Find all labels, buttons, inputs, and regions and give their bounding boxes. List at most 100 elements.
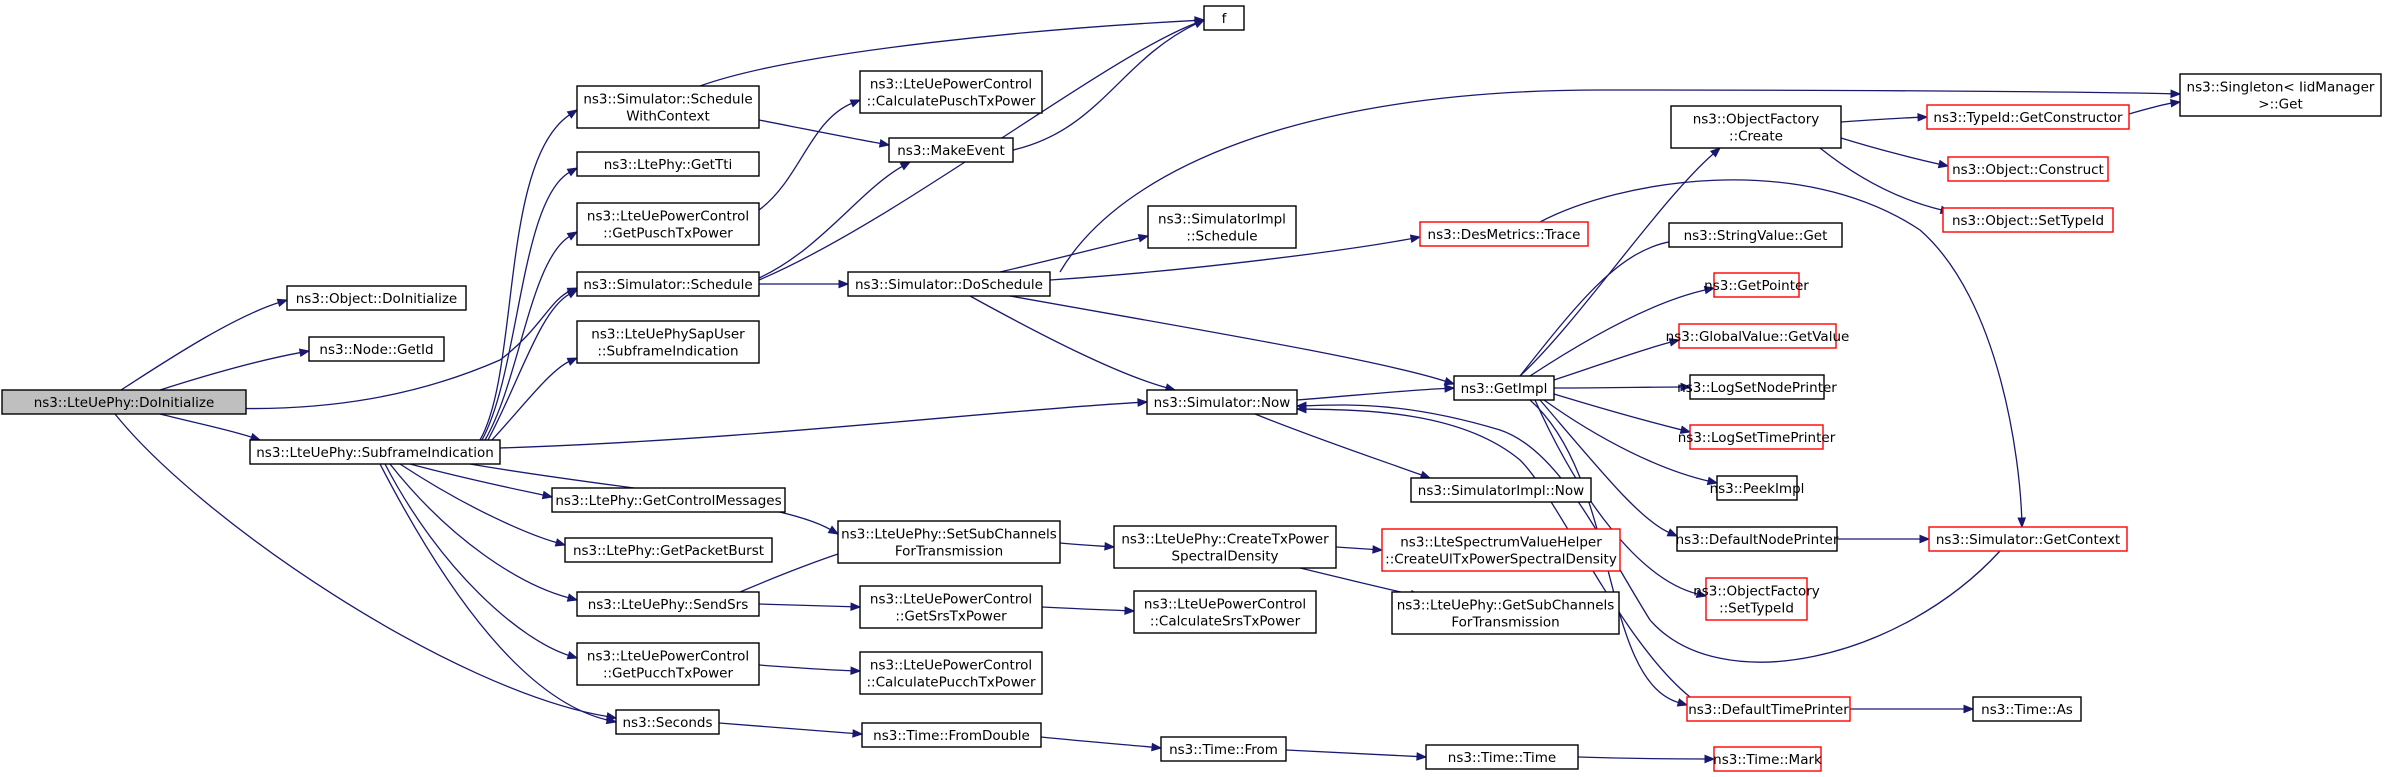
edge-line (1553, 341, 1672, 381)
node-getsubtx[interactable]: ns3::LteUePhy::GetSubChannelsForTransmis… (1391, 591, 1620, 635)
edge-line (1529, 399, 1680, 704)
node-peekimpl[interactable]: ns3::PeekImpl (1710, 475, 1805, 501)
node-label: ns3::Time::From (1169, 742, 1278, 758)
node-desmetrics[interactable]: ns3::DesMetrics::Trace (1419, 221, 1589, 247)
node-label: ns3::LteUePowerControl (587, 209, 749, 225)
node-label: ::SubframeIndication (597, 344, 738, 360)
node-box (837, 520, 1061, 564)
node-sendsrs[interactable]: ns3::LteUePhy::SendSrs (576, 591, 760, 617)
node-label: ns3::LogSetNodePrinter (1677, 380, 1837, 396)
edge-line (1040, 736, 1154, 748)
node-strget[interactable]: ns3::StringValue::Get (1668, 222, 1843, 248)
node-box (859, 585, 1043, 629)
node-getcontext[interactable]: ns3::Simulator::GetContext (1928, 526, 2128, 552)
node-label: WithContext (626, 109, 710, 125)
node-implnow[interactable]: ns3::SimulatorImpl::Now (1410, 477, 1592, 503)
node-label: ns3::DefaultNodePrinter (1676, 532, 1839, 548)
node-getptr[interactable]: ns3::GetPointer (1704, 272, 1809, 298)
node-getctrl[interactable]: ns3::LtePhy::GetControlMessages (551, 487, 786, 513)
node-objdoinit[interactable]: ns3::Object::DoInitialize (286, 285, 467, 311)
node-getimpl[interactable]: ns3::GetImpl (1453, 375, 1555, 401)
node-singleton[interactable]: ns3::Singleton< IidManager >::Get (2179, 73, 2382, 117)
node-box (888, 137, 1014, 163)
node-gvget[interactable]: ns3::GlobalValue::GetValue (1666, 323, 1850, 349)
node-box (249, 439, 501, 465)
edge-desmetrics-to-getcontext (1539, 179, 2027, 529)
node-objsettype[interactable]: ns3::Object::SetTypeId (1942, 207, 2114, 233)
edge-line (1254, 413, 1423, 476)
node-box (1689, 374, 1825, 400)
node-deftime[interactable]: ns3::DefaultTimePrinter (1686, 696, 1851, 722)
node-makeevent[interactable]: ns3::MakeEvent (888, 137, 1014, 163)
node-label: ns3::LteUePhy::SendSrs (588, 597, 749, 613)
edge-getimpl-to-ofcreate (1519, 147, 1722, 377)
node-schedule[interactable]: ns3::Simulator::Schedule (576, 271, 760, 297)
edge-line (1543, 399, 1710, 482)
node-label: ns3::DefaultTimePrinter (1688, 702, 1849, 718)
node-label: ns3::LteUePowerControl (870, 658, 1032, 674)
node-getpusch[interactable]: ns3::LteUePowerControl::GetPuschTxPower (576, 202, 760, 246)
node-logtime[interactable]: ns3::LogSetTimePrinter (1678, 424, 1836, 450)
edge-line (1041, 606, 1127, 612)
node-getpucch[interactable]: ns3::LteUePowerControl::GetPucchTxPower (576, 642, 760, 686)
node-box (859, 70, 1043, 114)
node-lognode[interactable]: ns3::LogSetNodePrinter (1677, 374, 1837, 400)
node-label: ns3::LteUePowerControl (870, 77, 1032, 93)
node-label: ns3::StringValue::Get (1684, 228, 1828, 244)
node-now[interactable]: ns3::Simulator::Now (1146, 389, 1298, 415)
node-box (1419, 221, 1589, 247)
node-calcpucch[interactable]: ns3::LteUePowerControl::CalculatePucchTx… (859, 651, 1043, 695)
edge-line (1059, 542, 1107, 548)
node-setsub[interactable]: ns3::LteUePhy::SetSubChannelsForTransmis… (837, 520, 1061, 564)
node-label: ns3::ObjectFactory (1693, 584, 1820, 600)
node-getctor[interactable]: ns3::TypeId::GetConstructor (1926, 104, 2130, 130)
node-fromdouble[interactable]: ns3::Time::FromDouble (861, 722, 1042, 748)
node-box (1713, 272, 1800, 298)
node-box (1705, 577, 1808, 621)
node-doinit: ns3::LteUePhy::DoInitialize (1, 389, 247, 415)
node-f[interactable]: f (1203, 5, 1245, 31)
node-doschedule[interactable]: ns3::Simulator::DoSchedule (847, 271, 1051, 297)
edge-layer (114, 16, 2182, 764)
node-timeas[interactable]: ns3::Time::As (1972, 696, 2082, 722)
node-label: ns3::Time::As (1981, 702, 2073, 718)
node-createtx[interactable]: ns3::LteUePhy::CreateTxPowerSpectralDens… (1113, 525, 1337, 569)
edge-doschedule-to-getimpl (1009, 295, 1456, 386)
node-box (1, 389, 247, 415)
node-getpkt[interactable]: ns3::LtePhy::GetPacketBurst (564, 537, 773, 563)
node-label: ns3::ObjectFactory (1693, 112, 1820, 128)
edge-line (1059, 89, 2173, 273)
node-ofsettype[interactable]: ns3::ObjectFactory::SetTypeId (1693, 577, 1820, 621)
node-timetime[interactable]: ns3::Time::Time (1425, 744, 1579, 770)
node-label: ns3::LteSpectrumValueHelper (1400, 535, 1602, 551)
arrowhead-icon (566, 289, 579, 299)
edge-subframe-to-now (499, 398, 1149, 449)
node-ofcreate[interactable]: ns3::ObjectFactory::Create (1670, 105, 1842, 149)
node-subframe[interactable]: ns3::LteUePhy::SubframeIndication (249, 439, 501, 465)
edge-getimpl-to-logtime (1553, 393, 1692, 434)
node-calcsrs[interactable]: ns3::LteUePowerControl::CalculateSrsTxPo… (1133, 590, 1317, 634)
node-gettti[interactable]: ns3::LtePhy::GetTti (576, 151, 760, 177)
node-seconds[interactable]: ns3::Seconds (615, 709, 720, 735)
node-label: ns3::Simulator::Now (1154, 395, 1291, 411)
node-getsrs[interactable]: ns3::LteUePowerControl::GetSrsTxPower (859, 585, 1043, 629)
arrowhead-icon (899, 161, 912, 171)
node-timemark[interactable]: ns3::Time::Mark (1713, 746, 1822, 772)
node-implsched[interactable]: ns3::SimulatorImpl::Schedule (1147, 205, 1297, 249)
arrowhead-icon (1679, 425, 1692, 434)
node-timefrom[interactable]: ns3::Time::From (1160, 736, 1287, 762)
node-calcpusch[interactable]: ns3::LteUePowerControl::CalculatePuschTx… (859, 70, 1043, 114)
node-box (1926, 104, 2130, 130)
arrowhead-icon (1709, 147, 1722, 158)
node-nodegetid[interactable]: ns3::Node::GetId (308, 336, 445, 362)
node-defnode[interactable]: ns3::DefaultNodePrinter (1676, 526, 1839, 552)
edge-subframe-to-schedwctx (479, 109, 579, 441)
edge-timetime-to-timemark (1577, 754, 1716, 764)
node-sapuser[interactable]: ns3::LteUePhySapUser::SubframeIndication (576, 320, 760, 364)
edge-getimpl-to-getptr (1529, 285, 1716, 377)
node-label: ns3::LteUePhy::DoInitialize (34, 395, 215, 411)
node-ltespec[interactable]: ns3::LteSpectrumValueHelper::CreateUlTxP… (1381, 528, 1621, 572)
arrowhead-icon (1666, 528, 1679, 537)
node-objconst[interactable]: ns3::Object::Construct (1947, 156, 2109, 182)
